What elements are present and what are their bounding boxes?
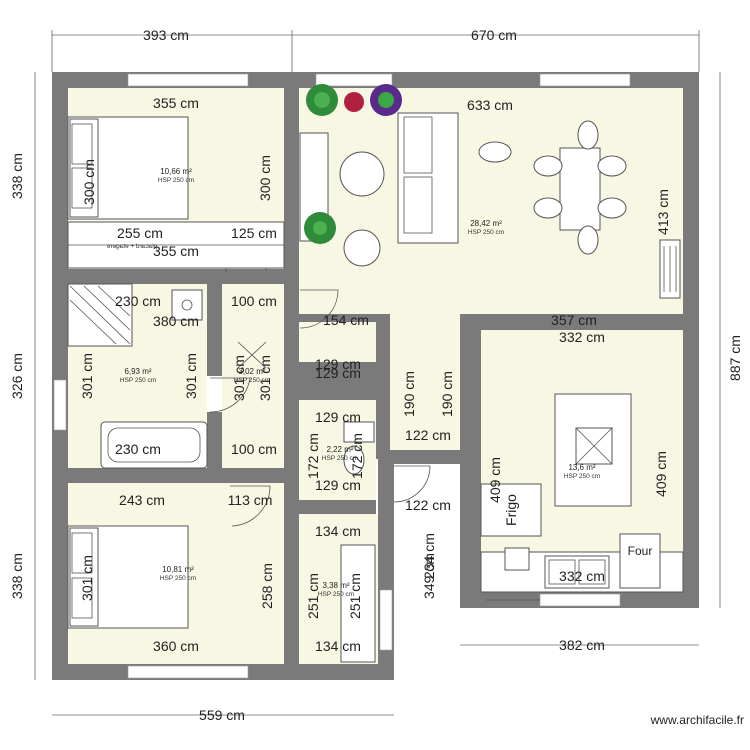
svg-text:6,93 m²: 6,93 m² [124, 367, 151, 376]
watermark: www.archifacile.fr [650, 713, 744, 727]
room-storage: 134 cm 251 cm 251 cm 3,38 m² HSP 250 cm … [305, 523, 363, 654]
svg-text:190 cm: 190 cm [401, 371, 417, 417]
svg-text:154 cm: 154 cm [323, 312, 369, 328]
room-bedroom-2: 243 cm 113 cm 301 cm 258 cm 10,81 m² HSP… [79, 492, 275, 654]
dim-top-right: 670 cm [471, 27, 517, 43]
dim-left-top: 338 cm [9, 153, 25, 199]
dim-left-bottom: 338 cm [9, 553, 25, 599]
svg-text:172 cm: 172 cm [305, 433, 321, 479]
svg-text:134 cm: 134 cm [315, 523, 361, 539]
outer-dimension-labels: 393 cm 670 cm 338 cm 326 cm 338 cm 887 c… [9, 27, 743, 723]
hall-furniture [237, 341, 267, 369]
corridor: 190 cm 190 cm 122 cm 122 cm 234 cm 349 c… [401, 371, 455, 599]
svg-text:HSP 250 cm: HSP 250 cm [564, 473, 600, 480]
svg-text:300 cm: 300 cm [81, 159, 97, 205]
svg-text:3,02 m²: 3,02 m² [238, 367, 265, 376]
svg-text:409 cm: 409 cm [653, 451, 669, 497]
svg-text:113 cm: 113 cm [228, 492, 273, 508]
svg-text:HSP 250 cm: HSP 250 cm [468, 229, 504, 236]
bedroom2-furniture [67, 525, 189, 629]
svg-text:301 cm: 301 cm [183, 353, 199, 399]
svg-text:251 cm: 251 cm [347, 573, 363, 619]
svg-text:2,22 m²: 2,22 m² [326, 445, 353, 454]
svg-text:234 cm: 234 cm [421, 533, 437, 579]
svg-text:380 cm: 380 cm [153, 313, 199, 329]
dim-left-mid: 326 cm [9, 353, 25, 399]
svg-text:190 cm: 190 cm [439, 371, 455, 417]
dim-top-left: 393 cm [143, 27, 189, 43]
svg-text:230 cm: 230 cm [115, 293, 161, 309]
svg-text:122 cm: 122 cm [405, 427, 451, 443]
wc-furniture [343, 421, 375, 475]
living-furniture [299, 112, 681, 299]
room-kitchen: 332 cm 409 cm 409 cm 13,6 m² HSP 250 cm … [487, 329, 669, 584]
room-closet: 129 cm 129 cm [315, 356, 361, 381]
windows [53, 73, 631, 679]
svg-text:129 cm: 129 cm [315, 356, 361, 372]
svg-text:243 cm: 243 cm [119, 492, 165, 508]
svg-text:122 cm: 122 cm [405, 497, 451, 513]
dim-bottom-right: 382 cm [559, 637, 605, 653]
svg-text:129 cm: 129 cm [315, 477, 361, 493]
dim-bottom-left: 559 cm [199, 707, 245, 723]
room-living: 633 cm 28,42 m² HSP 250 cm 413 cm 154 cm… [323, 97, 671, 328]
svg-text:300 cm: 300 cm [257, 155, 273, 201]
svg-text:HSP 250 cm: HSP 250 cm [234, 377, 270, 384]
svg-text:332 cm: 332 cm [559, 329, 605, 345]
storage-furniture [340, 544, 376, 663]
svg-text:409 cm: 409 cm [487, 457, 503, 503]
svg-text:301 cm: 301 cm [231, 355, 247, 401]
svg-text:HSP 250 cm: HSP 250 cm [322, 455, 358, 462]
svg-text:3,38 m²: 3,38 m² [322, 581, 349, 590]
dim-right: 887 cm [727, 335, 743, 381]
svg-text:100 cm: 100 cm [231, 293, 277, 309]
svg-text:HSP 250 cm: HSP 250 cm [318, 591, 354, 598]
svg-text:258 cm: 258 cm [259, 563, 275, 609]
svg-text:633 cm: 633 cm [467, 97, 513, 113]
oven-label: Four [628, 544, 653, 558]
svg-text:172 cm: 172 cm [349, 433, 365, 479]
svg-text:301 cm: 301 cm [257, 355, 273, 401]
svg-text:129 cm: 129 cm [315, 409, 361, 425]
svg-text:360 cm: 360 cm [153, 638, 199, 654]
bathroom-furniture [67, 283, 208, 469]
svg-text:10,66 m²: 10,66 m² [160, 167, 192, 176]
svg-text:357 cm: 357 cm [551, 312, 597, 328]
svg-text:125 cm: 125 cm [231, 225, 277, 241]
svg-text:301 cm: 301 cm [79, 555, 95, 601]
svg-text:355 cm: 355 cm [153, 243, 199, 259]
svg-text:placard + etagere: placard + etagere [106, 243, 157, 250]
svg-text:332 cm: 332 cm [559, 568, 605, 584]
room-hall: 100 cm 301 cm 301 cm 3,02 m² HSP 250 cm … [231, 293, 277, 457]
outer-dimension-lines [34, 30, 721, 716]
svg-text:134 cm: 134 cm [315, 638, 361, 654]
svg-text:28,42 m²: 28,42 m² [470, 219, 502, 228]
svg-text:HSP 250 cm: HSP 250 cm [120, 377, 156, 384]
kitchen-furniture [480, 393, 684, 593]
bedroom1-furniture [67, 116, 285, 269]
svg-text:251 cm: 251 cm [305, 573, 321, 619]
svg-text:301 cm: 301 cm [79, 353, 95, 399]
svg-text:HSP 250 cm: HSP 250 cm [158, 177, 194, 184]
svg-text:355 cm: 355 cm [153, 95, 199, 111]
svg-text:100 cm: 100 cm [231, 441, 277, 457]
svg-text:349 cm: 349 cm [421, 553, 437, 599]
svg-text:413 cm: 413 cm [655, 189, 671, 235]
room-wc: 129 cm 172 cm 172 cm 2,22 m² HSP 250 cm … [305, 409, 365, 493]
svg-text:HSP 250 cm: HSP 250 cm [160, 575, 196, 582]
svg-text:129 cm: 129 cm [315, 365, 361, 381]
room-bathroom: 230 cm 380 cm 301 cm 301 cm 6,93 m² HSP … [79, 293, 199, 457]
svg-text:230 cm: 230 cm [115, 441, 161, 457]
svg-text:255 cm: 255 cm [117, 225, 163, 241]
svg-text:13,6 m²: 13,6 m² [568, 463, 595, 472]
svg-text:10,81 m²: 10,81 m² [162, 565, 194, 574]
plants [304, 84, 402, 244]
room-bedroom-1: 355 cm 300 cm 300 cm 10,66 m² HSP 250 cm… [81, 95, 277, 259]
fridge-label: Frigo [503, 494, 519, 526]
